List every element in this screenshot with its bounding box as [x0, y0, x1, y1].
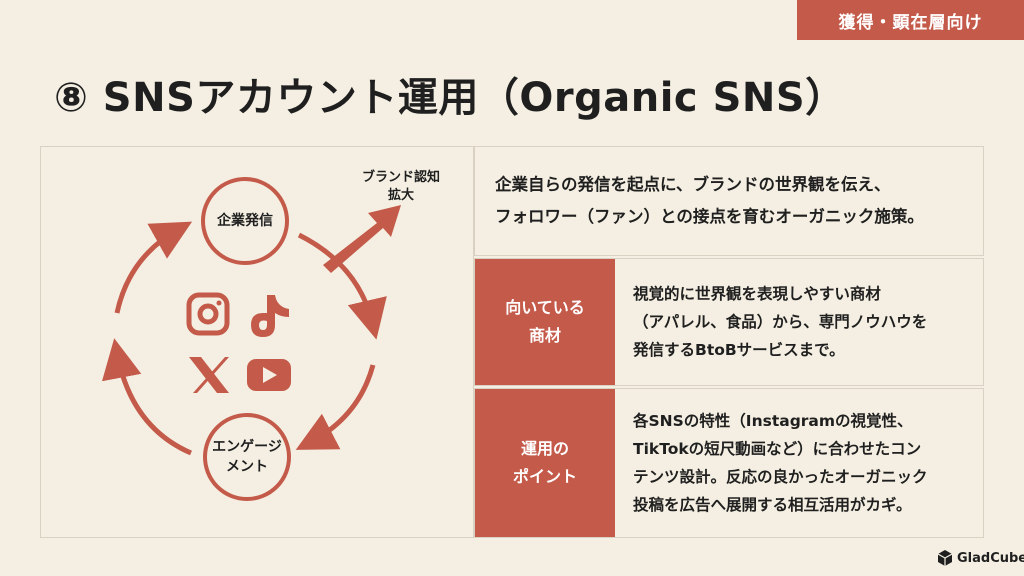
summary-box: 企業自らの発信を起点に、ブランドの世界観を伝え、 フォロワー（ファン）との接点を…: [474, 146, 984, 256]
operation-points-line1: 各SNSの特性（Instagramの視覚性、: [633, 412, 913, 430]
node-corporate-message: 企業発信: [217, 213, 273, 229]
operation-points-line4: 投稿を広告へ展開する相互活用がカギ。: [633, 496, 912, 514]
x-icon: [189, 357, 229, 393]
operation-points-line3: テンツ設計。反応の良かったオーガニック: [633, 468, 928, 486]
operation-points-line2: TikTokの短尺動画など）に合わせたコン: [633, 440, 922, 458]
instagram-icon: [186, 292, 230, 336]
summary-line1: 企業自らの発信を起点に、ブランドの世界観を伝え、: [495, 175, 891, 194]
brand-awareness-arrow: [323, 205, 401, 273]
brand-awareness-label-line1: ブランド認知: [361, 170, 440, 185]
cycle-arrow-left-upper: [114, 221, 193, 314]
summary-line2: フォロワー（ファン）との接点を育むオーガニック施策。: [495, 207, 924, 226]
node-engagement-line1: エンゲージ: [212, 439, 282, 455]
page-title: ⑧ SNSアカウント運用（Organic SNS）: [54, 75, 846, 121]
suitable-products-row: 向いている 商材 視覚的に世界観を表現しやすい商材 （アパレル、食品）から、専門…: [474, 258, 984, 386]
suitable-products-header-line1: 向いている: [505, 298, 585, 317]
company-logo-text: GladCube: [957, 550, 1024, 566]
suitable-products-body: 視覚的に世界観を表現しやすい商材 （アパレル、食品）から、専門ノウハウを 発信す…: [615, 259, 983, 385]
node-engagement-line2: メント: [226, 459, 268, 475]
suitable-products-line2: （アパレル、食品）から、専門ノウハウを: [633, 313, 928, 331]
operation-points-header-line1: 運用の: [520, 439, 569, 458]
brand-awareness-label-line2: 拡大: [387, 188, 414, 203]
operation-points-header: 運用の ポイント: [475, 389, 615, 537]
suitable-products-header-line2: 商材: [528, 326, 561, 345]
cycle-diagram: 企業発信 エンゲージ メント ブランド認知 拡大: [40, 146, 474, 538]
audience-tag: 獲得・顕在層向け: [797, 0, 1024, 40]
operation-points-row: 運用の ポイント 各SNSの特性（Instagramの視覚性、 TikTokの短…: [474, 388, 984, 538]
node-bottom-circle: [203, 413, 291, 501]
cycle-diagram-graphic: [102, 177, 401, 501]
brand-awareness-label: ブランド認知 拡大: [341, 169, 461, 205]
node-top-circle: [201, 177, 289, 265]
cycle-arrow-left-lower: [102, 338, 192, 456]
operation-points-header-line2: ポイント: [512, 467, 577, 486]
suitable-products-line3: 発信するBtoBサービスまで。: [633, 341, 845, 359]
cycle-arrow-right-upper: [297, 232, 387, 340]
node-engagement: エンゲージ メント: [201, 437, 293, 477]
company-logo: GladCube: [938, 550, 1024, 566]
operation-points-body: 各SNSの特性（Instagramの視覚性、 TikTokの短尺動画など）に合わ…: [615, 389, 983, 537]
suitable-products-line1: 視覚的に世界観を表現しやすい商材: [633, 285, 881, 303]
cube-logo-icon: [938, 550, 952, 566]
tiktok-icon: [251, 295, 289, 337]
suitable-products-header: 向いている 商材: [475, 259, 615, 385]
youtube-icon: [247, 359, 291, 391]
cycle-arrow-right-lower: [295, 364, 376, 450]
